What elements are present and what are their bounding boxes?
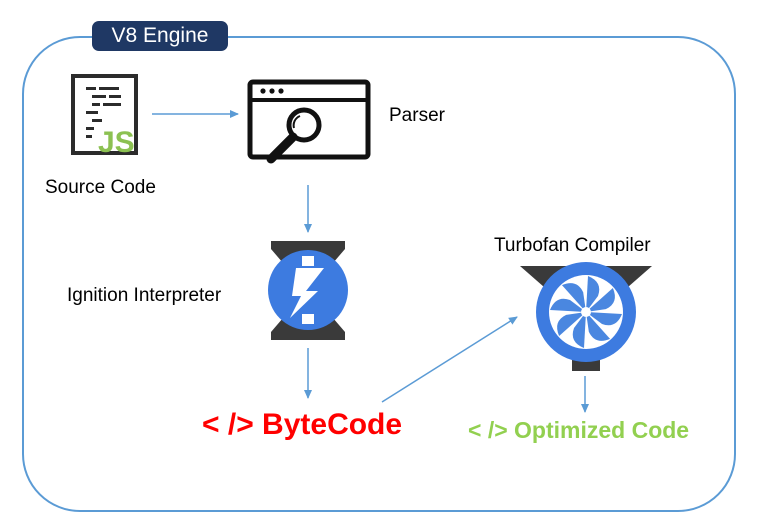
arrow-bytecode-to-turbofan	[381, 316, 518, 403]
ignition-logo-icon	[268, 241, 348, 340]
engine-frame	[22, 36, 736, 512]
engine-title: V8 Engine	[92, 21, 228, 51]
bytecode-label: < /> ByteCode	[202, 408, 403, 441]
optimized-code-label: < /> Optimized Code	[468, 417, 690, 443]
turbofan-logo-icon	[520, 262, 652, 371]
source-code-label: Source Code	[45, 177, 156, 198]
js-file-icon: JS	[71, 74, 138, 159]
turbofan-label: Turbofan Compiler	[494, 235, 651, 256]
parser-label: Parser	[389, 105, 445, 126]
browser-search-icon	[247, 79, 371, 164]
js-badge: JS	[98, 126, 135, 159]
ignition-label: Ignition Interpreter	[67, 285, 222, 306]
